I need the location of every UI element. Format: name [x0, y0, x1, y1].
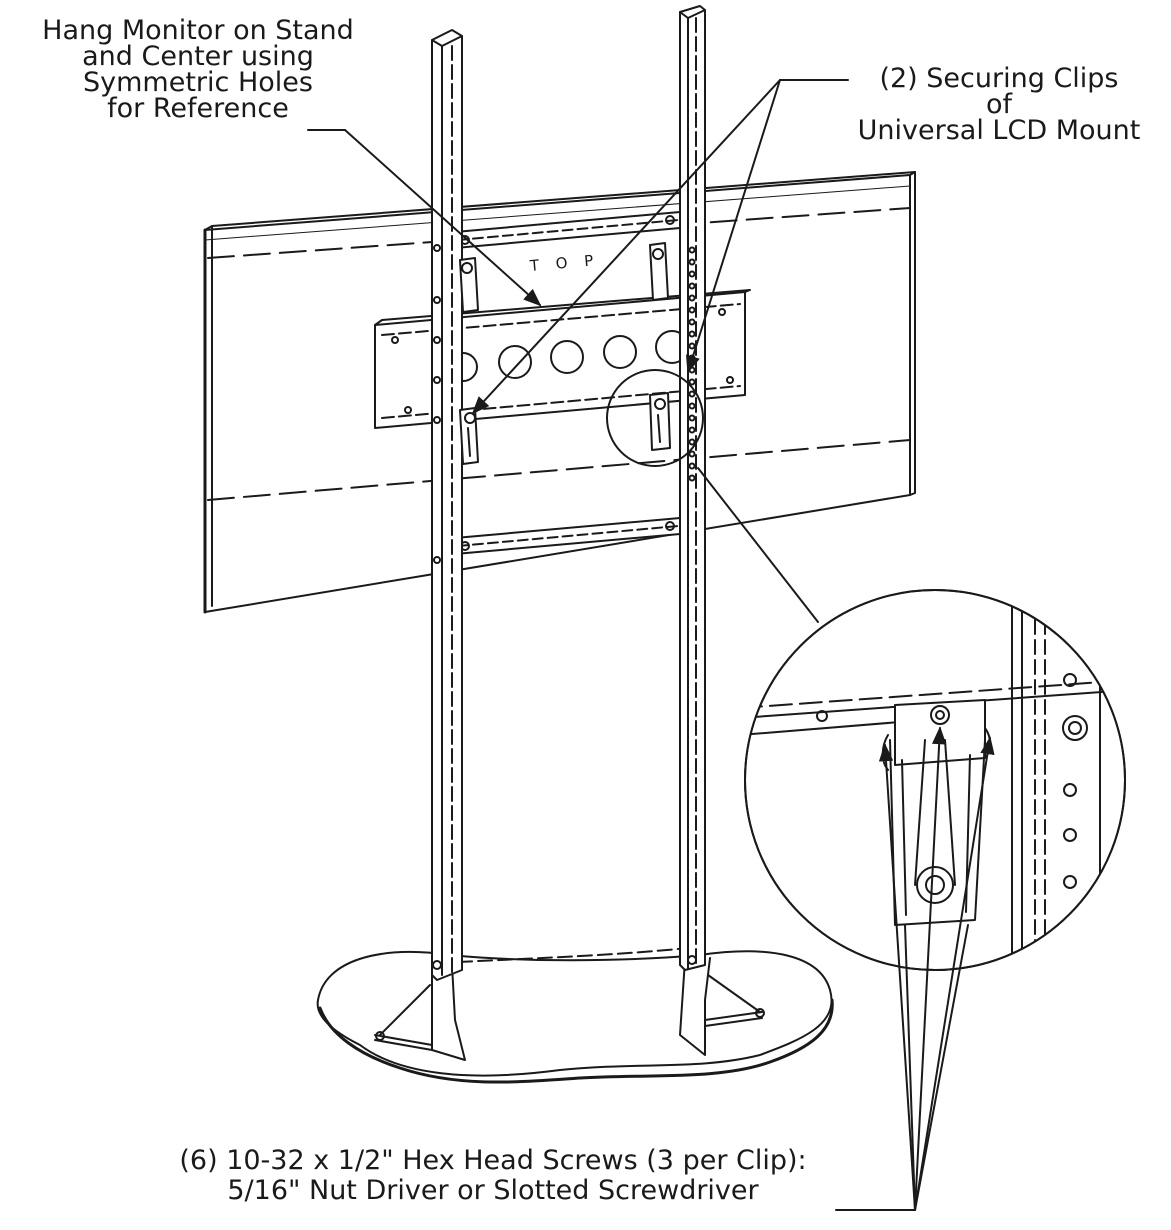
callout-line: of [985, 89, 1013, 120]
stand-crossbars [454, 211, 681, 555]
securing-clips-callout: (2) Securing Clips of Universal LCD Moun… [830, 63, 1168, 146]
right-stand-post [679, 5, 706, 971]
hex-screws-leaders [835, 726, 995, 1211]
callout-line: Hang Monitor on Stand [42, 15, 354, 46]
callout-line: Symmetric Holes [83, 67, 313, 98]
hex-screws-callout: (6) 10-32 x 1/2" Hex Head Screws (3 per … [128, 1146, 858, 1206]
magnified-clip-detail [744, 589, 1126, 971]
callout-line: 5/16" Nut Driver or Slotted Screwdriver [227, 1175, 759, 1206]
left-stand-post [431, 29, 463, 981]
callout-line: Universal LCD Mount [857, 115, 1141, 146]
callout-line: for Reference [107, 93, 289, 124]
detail-reference-circle [606, 369, 704, 467]
hang-monitor-leader [307, 129, 542, 307]
callout-line: and Center using [82, 41, 314, 72]
securing-clip-left [459, 257, 479, 465]
securing-clip-right [649, 242, 671, 451]
detail-leader-line [697, 467, 819, 623]
callout-line: (6) 10-32 x 1/2" Hex Head Screws (3 per … [179, 1145, 807, 1176]
callout-line: (2) Securing Clips [879, 63, 1119, 94]
hang-monitor-callout: Hang Monitor on Stand and Center using S… [8, 15, 388, 124]
securing-clips-leaders [471, 79, 849, 415]
stand-base [316, 947, 834, 1084]
